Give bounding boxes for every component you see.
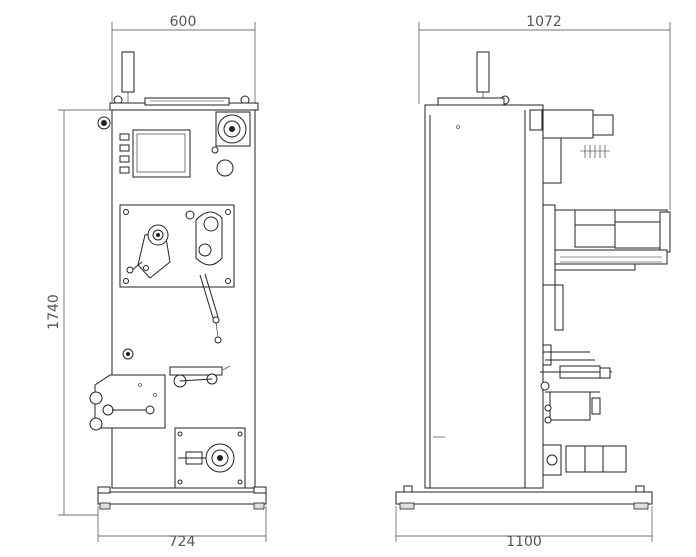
top-handle	[121, 51, 135, 93]
front-base	[97, 491, 267, 505]
side-panel	[424, 104, 544, 489]
side-roll	[565, 445, 627, 473]
side-base	[395, 491, 653, 505]
dim-front-base-width: 724	[169, 534, 196, 550]
side-dimensions: 1072 1100	[395, 14, 671, 550]
side-view	[395, 51, 671, 510]
dim-front-height: 1740	[46, 294, 62, 330]
front-dimensions: 600 1740 724	[46, 14, 267, 550]
top-vent	[144, 97, 230, 106]
front-view	[89, 51, 267, 510]
dim-front-top-width: 600	[170, 14, 197, 30]
dim-side-top-width: 1072	[526, 14, 562, 30]
guide-plate	[94, 374, 166, 429]
dim-side-base-width: 1100	[506, 534, 542, 550]
display-screen	[132, 129, 191, 178]
